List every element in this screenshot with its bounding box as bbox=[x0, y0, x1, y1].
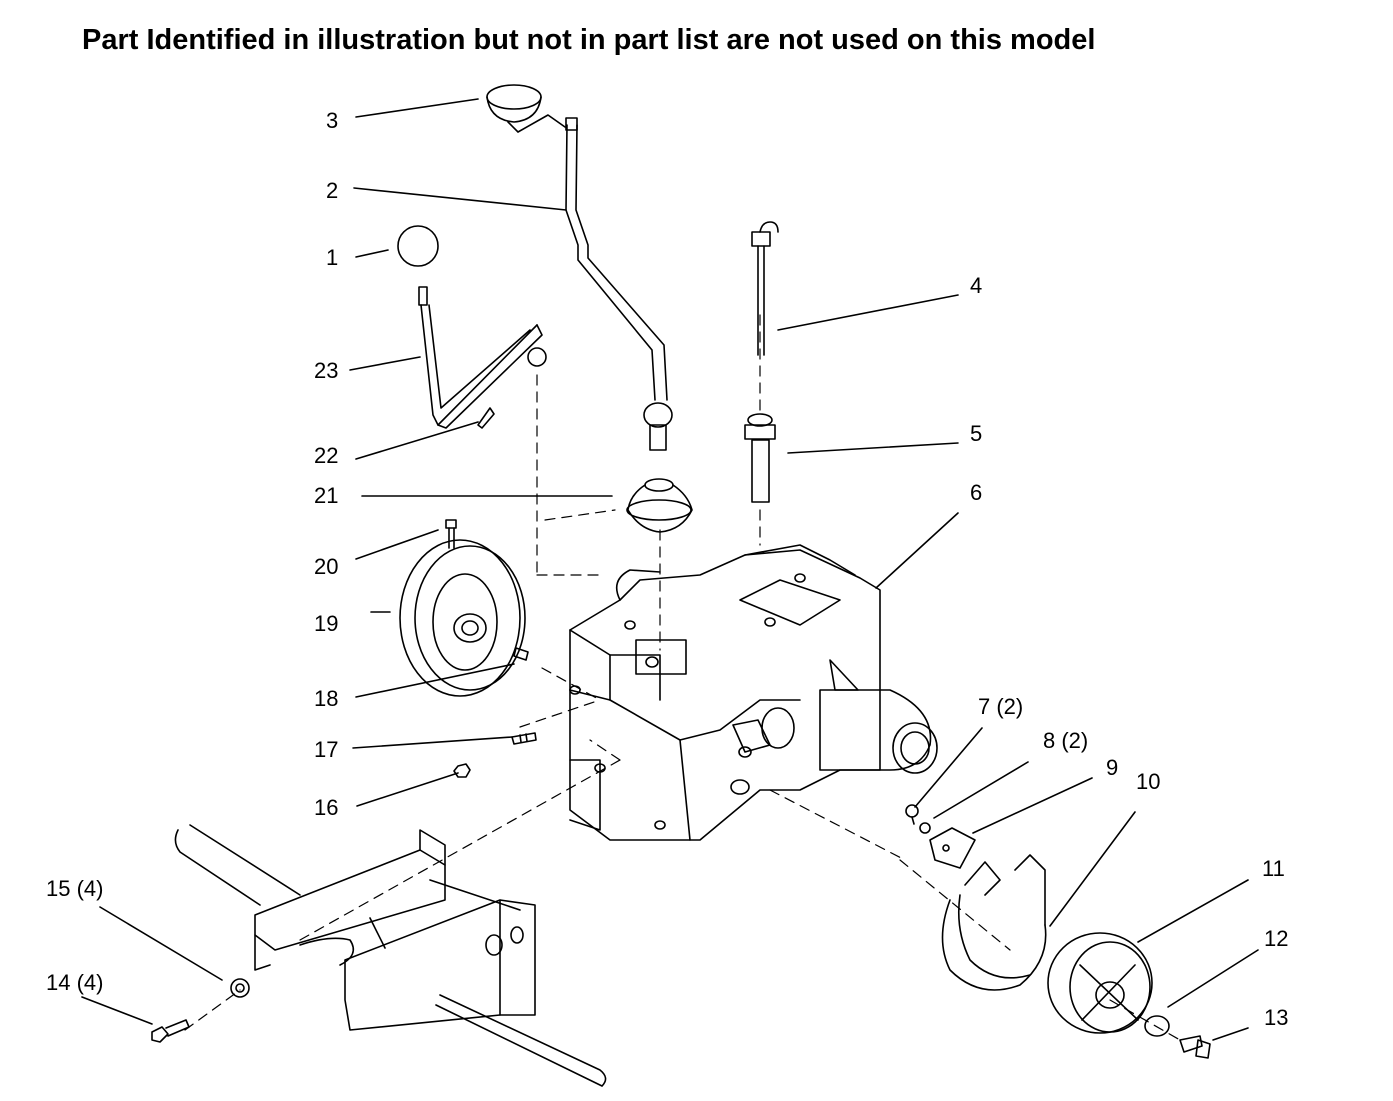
callout-labels: 1 2 3 4 5 6 7 (2) 8 (2) 9 10 11 12 13 14… bbox=[46, 108, 1288, 1030]
callout-13: 13 bbox=[1264, 1005, 1288, 1030]
callout-5: 5 bbox=[970, 421, 982, 446]
stud-part-17 bbox=[511, 732, 537, 745]
fill-tube-part-5 bbox=[744, 413, 776, 503]
assembly-centerlines bbox=[184, 314, 1181, 1041]
callout-11: 11 bbox=[1262, 856, 1285, 881]
pulley-part-19 bbox=[399, 539, 526, 697]
transmission-housing-part-6 bbox=[569, 544, 938, 841]
callout-10: 10 bbox=[1136, 769, 1160, 794]
callout-15: 15 (4) bbox=[46, 876, 103, 901]
callout-7: 7 (2) bbox=[978, 694, 1023, 719]
key-part-18 bbox=[513, 647, 529, 661]
callout-21: 21 bbox=[314, 483, 338, 508]
lever-part-23 bbox=[420, 304, 547, 429]
bolt-part-14 bbox=[151, 1019, 190, 1043]
callout-1: 1 bbox=[326, 245, 338, 270]
leader-lines bbox=[81, 98, 1259, 1041]
callout-8: 8 (2) bbox=[1043, 728, 1088, 753]
brake-drum-part-11 bbox=[1047, 932, 1153, 1034]
callout-23: 23 bbox=[314, 358, 338, 383]
shift-lever-part-2 bbox=[565, 117, 673, 451]
callout-17: 17 bbox=[314, 737, 338, 762]
boot-part-21 bbox=[626, 478, 693, 533]
callout-12: 12 bbox=[1264, 926, 1288, 951]
dipstick-part-4 bbox=[751, 221, 779, 356]
knob-part-1 bbox=[397, 225, 439, 306]
callout-9: 9 bbox=[1106, 755, 1118, 780]
washer-part-8 bbox=[919, 822, 931, 834]
frame-assembly bbox=[174, 824, 607, 1087]
callout-18: 18 bbox=[314, 686, 338, 711]
bracket-part-9 bbox=[929, 827, 976, 869]
callout-2: 2 bbox=[326, 178, 338, 203]
callout-22: 22 bbox=[314, 443, 338, 468]
callout-6: 6 bbox=[970, 480, 982, 505]
bolt-part-20 bbox=[445, 519, 457, 549]
washer-part-15 bbox=[230, 978, 250, 998]
shift-knob-part-3 bbox=[486, 84, 566, 133]
bolt-part-13 bbox=[1179, 1035, 1211, 1059]
callout-20: 20 bbox=[314, 554, 338, 579]
callout-4: 4 bbox=[970, 273, 982, 298]
diagram-title: Part Identified in illustration but not … bbox=[82, 24, 1096, 56]
callout-16: 16 bbox=[314, 795, 338, 820]
washer-part-12 bbox=[1144, 1015, 1170, 1037]
screw-part-7 bbox=[905, 804, 919, 825]
nut-part-16 bbox=[453, 763, 471, 778]
callout-19: 19 bbox=[314, 611, 338, 636]
brake-band-part-10 bbox=[941, 854, 1047, 991]
callout-14: 14 (4) bbox=[46, 970, 103, 995]
callout-3: 3 bbox=[326, 108, 338, 133]
